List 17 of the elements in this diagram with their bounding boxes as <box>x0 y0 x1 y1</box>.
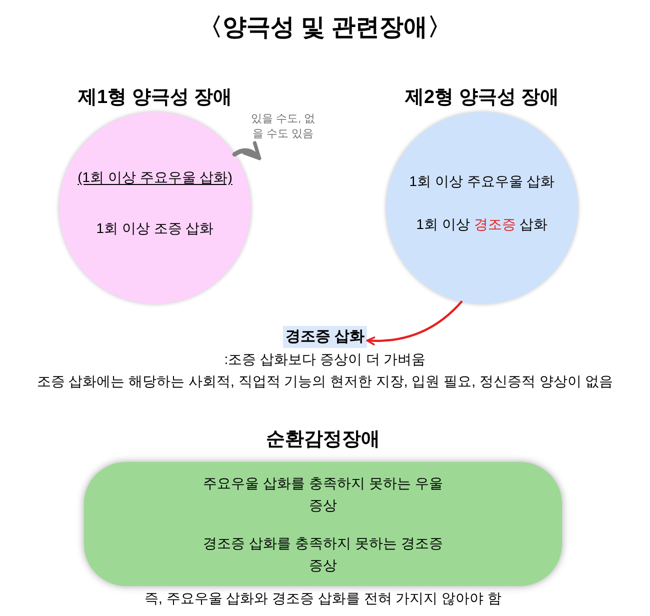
note-text: 있을 수도, 없을 수도 있음 <box>250 112 316 142</box>
description-text: :조증 삽화보다 증상이 더 가벼움 <box>224 350 426 369</box>
circle-heading: 제1형 양극성 장애 <box>76 86 234 110</box>
highlighted-heading: 경조증 삽화 <box>283 326 367 348</box>
box-heading: 순환감정장애 <box>265 428 381 452</box>
box-text: 주요우울 삽화를 충족하지 못하는 우울증상 <box>202 474 444 515</box>
circle-text: 1회 이상 주요우울 삽화 <box>409 172 555 191</box>
circle-heading: 제2형 양극성 장애 <box>404 86 560 110</box>
arrow <box>366 300 463 346</box>
circle-text: 1회 이상 조증 삽화 <box>96 219 214 238</box>
description-text: 조증 삽화에는 해당하는 사회적, 직업적 기능의 현저한 지장, 입원 필요, 정신증적 양상이 없음 <box>36 372 614 391</box>
circle-text: (1회 이상 주요우울 삽화) <box>78 168 232 187</box>
note-text: 즉, 주요우울 삽화와 경조증 삽화를 전혀 가지지 않아야 함 <box>143 589 502 608</box>
arrow <box>232 141 262 160</box>
box-text: 경조증 삽화를 충족하지 못하는 경조증 증상 <box>202 534 444 575</box>
circle-text: 1회 이상 경조증 삽화 <box>416 215 548 234</box>
title: 〈양극성 및 관련장애〉 <box>197 13 453 43</box>
